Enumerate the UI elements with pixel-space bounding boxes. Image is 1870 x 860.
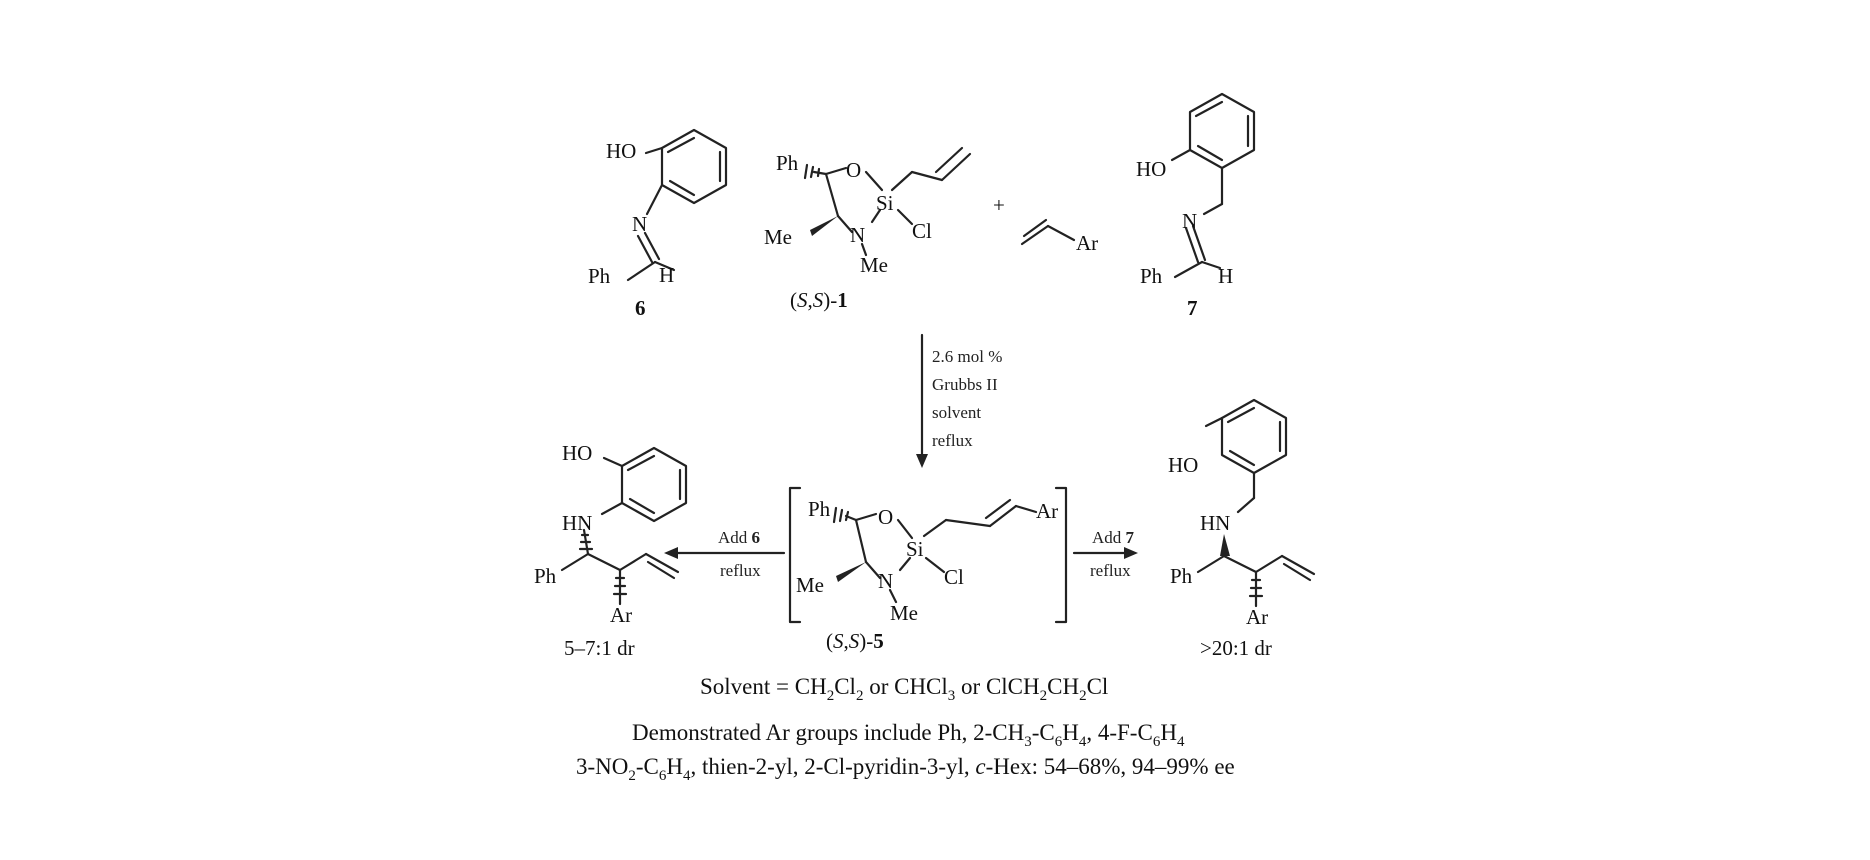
- compound-7-structure: HO N H Ph: [1136, 92, 1256, 288]
- atom-label-Cl: Cl: [912, 219, 932, 243]
- left-product-diastereomeric-ratio: 5–7:1 dr: [564, 636, 635, 660]
- compound-6-structure: HO N H Ph: [588, 128, 728, 288]
- atom-label-H: H: [1218, 264, 1233, 288]
- compound-label-S-S-1: (S,S)-1: [790, 288, 848, 312]
- atom-label-Ph: Ph: [534, 564, 557, 588]
- atom-label-Ph: Ph: [588, 264, 611, 288]
- atom-label-Si: Si: [876, 191, 894, 215]
- compound-number-7: 7: [1187, 296, 1198, 320]
- compound-label-S-S-5: (S,S)-5: [826, 629, 884, 653]
- right-reaction-arrow: [1072, 547, 1138, 559]
- atom-label-N: N: [878, 569, 893, 593]
- atom-label-H: H: [659, 263, 674, 287]
- condition-catalyst-loading: 2.6 mol %: [932, 347, 1002, 366]
- atom-label-N: N: [850, 223, 865, 247]
- intermediate-5-structure: Ph O Si N Cl Me Me Ar: [788, 486, 1068, 625]
- compound-1-structure: Ph O Si N Cl Me Me: [764, 146, 972, 277]
- atom-label-Ph: Ph: [1140, 264, 1163, 288]
- atom-label-HN: HN: [1200, 511, 1230, 535]
- atom-label-Ar: Ar: [1076, 231, 1098, 255]
- atom-label-HN: HN: [562, 511, 592, 535]
- condition-catalyst-name: Grubbs II: [932, 375, 998, 394]
- ar-groups-footnote-line-2: 3-NO2-C6H4, thien-2-yl, 2-Cl-pyridin-3-y…: [576, 754, 1235, 784]
- styrene-structure: Ar: [1020, 218, 1098, 255]
- atom-label-O: O: [878, 505, 893, 529]
- condition-reflux-left: reflux: [720, 561, 761, 580]
- left-reaction-arrow: [664, 547, 786, 559]
- solvent-footnote: Solvent = CH2Cl2 or CHCl3 or ClCH2CH2Cl: [700, 674, 1108, 704]
- atom-label-HO: HO: [606, 139, 636, 163]
- plus-sign: +: [993, 193, 1005, 217]
- downward-reaction-arrow: [916, 333, 928, 468]
- atom-label-O: O: [846, 158, 861, 182]
- left-product-structure: HO HN Ph Ar: [534, 441, 688, 627]
- atom-label-Cl: Cl: [944, 565, 964, 589]
- atom-label-Me: Me: [796, 573, 824, 597]
- atom-label-Ar: Ar: [1036, 499, 1058, 523]
- atom-label-HO: HO: [1168, 453, 1198, 477]
- atom-label-Me: Me: [764, 225, 792, 249]
- condition-add-reagent-6: Add 6: [718, 528, 760, 547]
- compound-number-6: 6: [635, 296, 646, 320]
- atom-label-Ph: Ph: [776, 151, 799, 175]
- right-product-structure: HO HN Ph Ar: [1168, 398, 1316, 629]
- right-product-diastereomeric-ratio: >20:1 dr: [1200, 636, 1272, 660]
- atom-label-HO: HO: [1136, 157, 1166, 181]
- atom-label-HO: HO: [562, 441, 592, 465]
- atom-label-Ph: Ph: [1170, 564, 1193, 588]
- condition-reflux-right: reflux: [1090, 561, 1131, 580]
- atom-label-Si: Si: [906, 537, 924, 561]
- atom-label-Me: Me: [860, 253, 888, 277]
- atom-label-N: N: [632, 212, 647, 236]
- condition-reflux: reflux: [932, 431, 973, 450]
- atom-label-N: N: [1182, 209, 1197, 233]
- atom-label-Ar: Ar: [610, 603, 632, 627]
- atom-label-Ph: Ph: [808, 497, 831, 521]
- condition-add-reagent-7: Add 7: [1092, 528, 1135, 547]
- ar-groups-footnote-line-1: Demonstrated Ar groups include Ph, 2-CH3…: [632, 720, 1185, 750]
- condition-solvent: solvent: [932, 403, 981, 422]
- atom-label-Ar: Ar: [1246, 605, 1268, 629]
- atom-label-Me: Me: [890, 601, 918, 625]
